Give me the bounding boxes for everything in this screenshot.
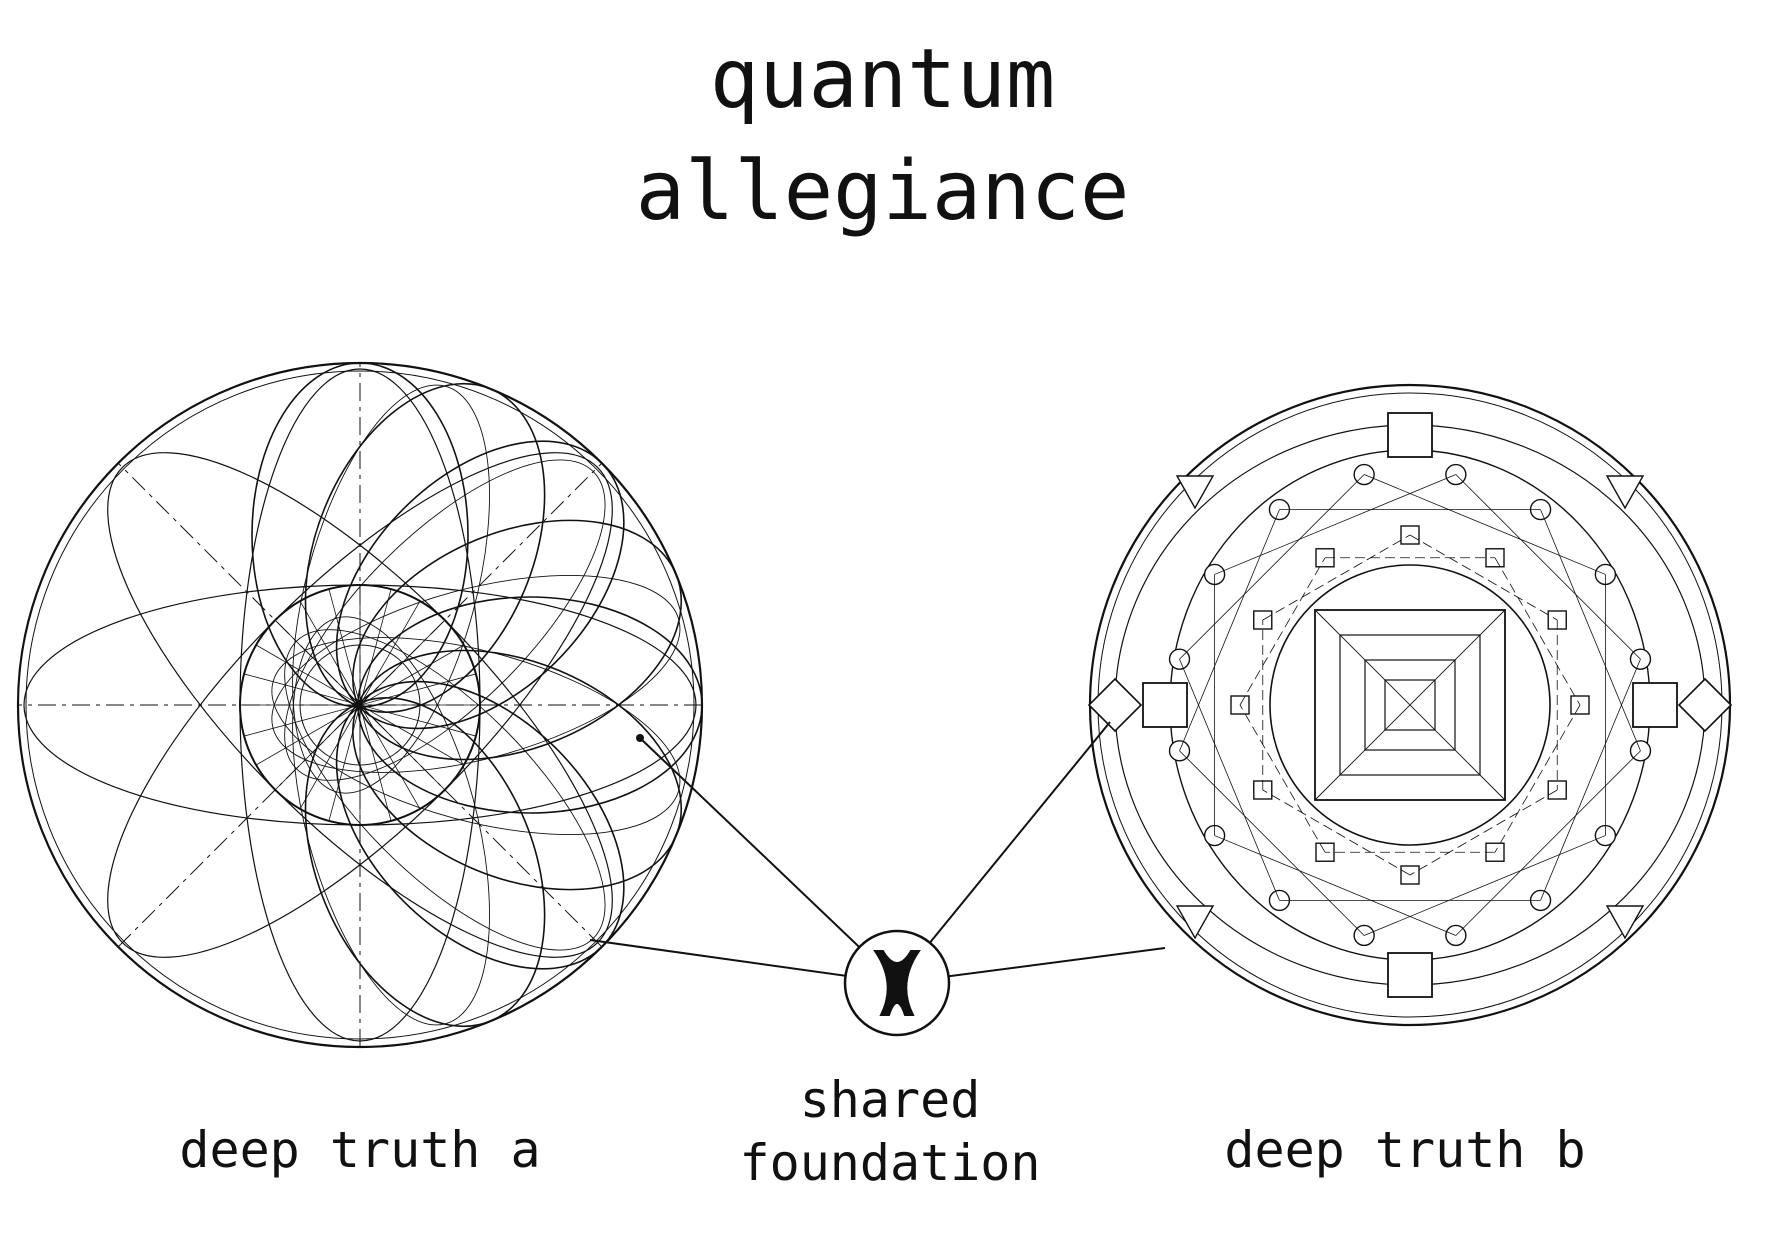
- connector-anchor-dot: [636, 734, 644, 742]
- web-line: [1364, 474, 1606, 575]
- petal-ellipse: [304, 697, 546, 1028]
- corner-triangle: [1605, 905, 1645, 940]
- web-line-dashed: [1409, 789, 1558, 876]
- left-mandala: [16, 361, 704, 1049]
- diamond-node: [1677, 677, 1733, 733]
- center-square: [1314, 609, 1506, 801]
- label-shared-line-1: shared: [799, 1071, 981, 1129]
- connector-line: [639, 737, 898, 984]
- title-line-1: quantum: [709, 32, 1056, 127]
- center-square: [1339, 634, 1481, 776]
- web-line: [1179, 509, 1280, 751]
- center-diag: [1314, 609, 1506, 801]
- web-line: [1179, 659, 1280, 901]
- diamond-node: [1087, 677, 1143, 733]
- corner-triangle: [1605, 475, 1645, 510]
- web-line-dashed: [1262, 789, 1411, 876]
- web-line-dashed: [1494, 557, 1581, 706]
- dashed-axis: [117, 462, 603, 948]
- corner-triangle: [1175, 905, 1215, 940]
- right-mandala: [1087, 383, 1733, 1027]
- label-deep-truth-b: deep truth b: [1224, 1121, 1586, 1179]
- cardinal-square: [1387, 412, 1433, 458]
- connector-line: [896, 721, 1111, 984]
- web-line: [1214, 835, 1456, 936]
- chromosome-icon: [873, 950, 921, 1016]
- corner-triangle: [1175, 475, 1215, 510]
- web-line: [1179, 750, 1365, 936]
- web-line: [1179, 474, 1365, 660]
- cardinal-square: [1142, 682, 1188, 728]
- web-line-dashed: [1409, 534, 1558, 621]
- web-line-dashed: [1239, 704, 1326, 853]
- web-line-dashed: [1262, 534, 1411, 621]
- web-line: [1540, 659, 1641, 901]
- shared-foundation-node: [843, 929, 951, 1037]
- web-line: [1214, 474, 1456, 575]
- center-square: [1384, 679, 1436, 731]
- inner-ring: [1269, 564, 1551, 846]
- title-line-2: allegiance: [635, 144, 1130, 239]
- web-line: [1540, 509, 1641, 751]
- web-line: [1455, 750, 1641, 936]
- web-line-dashed: [1239, 557, 1326, 706]
- center-square: [1364, 659, 1456, 751]
- label-shared-line-2: foundation: [739, 1134, 1041, 1192]
- web-line: [1364, 835, 1606, 936]
- cardinal-square: [1632, 682, 1678, 728]
- petal-ellipse: [304, 382, 546, 713]
- web-line: [1455, 474, 1641, 660]
- web-line-dashed: [1494, 704, 1581, 853]
- label-deep-truth-a: deep truth a: [179, 1121, 541, 1179]
- cardinal-square: [1387, 952, 1433, 998]
